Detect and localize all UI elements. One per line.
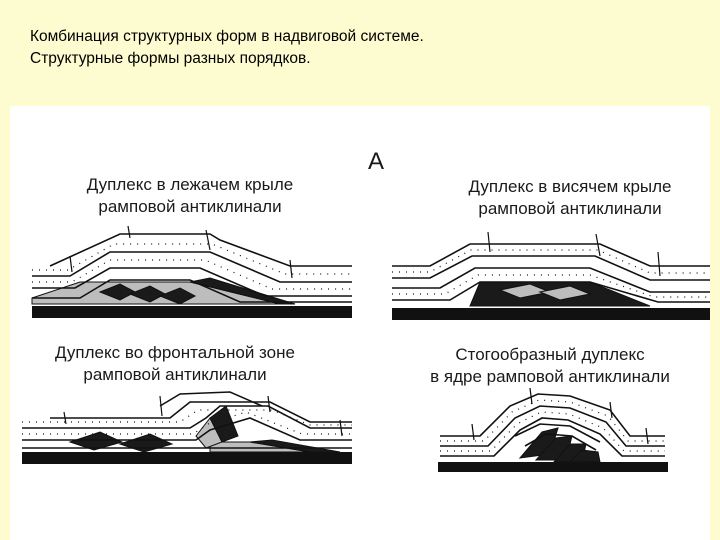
fault-tick xyxy=(267,395,271,413)
duplex-diagrams: .ln { fill: none; stroke: #111; stroke-w… xyxy=(22,225,710,472)
diagram-footwall-duplex xyxy=(31,225,352,318)
basement-layer xyxy=(438,462,668,472)
layer-line xyxy=(22,405,352,429)
horse-2 xyxy=(118,433,174,453)
caption-hangingwall-duplex: Дуплекс в висячем крыле рамповой антикли… xyxy=(440,176,700,220)
fault-tick xyxy=(595,233,601,257)
caption-line: Дуплекс в висячем крыле xyxy=(468,177,672,196)
layer-line xyxy=(32,251,352,283)
title-line-2: Структурные формы разных порядков. xyxy=(30,50,311,67)
fault-tick xyxy=(657,251,661,277)
fault-tick xyxy=(63,411,67,425)
dark-ramp-unit xyxy=(189,277,296,305)
layer-line xyxy=(392,281,710,303)
caption-line: в ядре рамповой антиклинали xyxy=(430,367,670,386)
stack-fault xyxy=(514,423,601,443)
layer-line xyxy=(22,417,352,441)
diagram-hangingwall-duplex xyxy=(392,231,710,320)
fault-tick xyxy=(205,229,211,251)
fault-tick xyxy=(159,395,163,417)
caption-line: Стогообразный дуплекс xyxy=(455,345,645,364)
caption-line: Дуплекс в лежачем крыле xyxy=(86,175,294,194)
basement-layer xyxy=(32,306,352,318)
fault-tick xyxy=(471,423,475,441)
caption-footwall-duplex: Дуплекс в лежачем крыле рамповой антикли… xyxy=(60,174,320,218)
stack-horse-4 xyxy=(568,449,601,463)
horse-2 xyxy=(538,285,592,301)
fault-tick xyxy=(69,255,73,273)
layer-line xyxy=(392,243,710,267)
fault-tick xyxy=(487,231,491,253)
basement-layer xyxy=(392,308,710,320)
caption-line: рамповой антиклинали xyxy=(478,199,662,218)
panel-letter: А xyxy=(368,148,385,175)
layer-line xyxy=(440,405,665,447)
slide-title: Комбинация структурных форм в надвиговой… xyxy=(30,26,424,70)
layer-line xyxy=(392,255,710,281)
layer-line xyxy=(50,401,352,423)
diagram-frontal-duplex xyxy=(22,391,352,464)
diagram-antiformal-stack xyxy=(438,387,668,472)
fault-tick xyxy=(529,387,533,405)
title-line-1: Комбинация структурных форм в надвиговой… xyxy=(30,28,424,45)
caption-antiformal-stack: Стогообразный дуплекс в ядре рамповой ан… xyxy=(400,344,700,388)
caption-line: рамповой антиклинали xyxy=(83,365,267,384)
fault-tick xyxy=(645,427,649,445)
layer-line xyxy=(392,267,710,293)
layer-line xyxy=(32,267,352,297)
layer-line xyxy=(159,391,263,407)
caption-line: Дуплекс во фронтальной зоне xyxy=(55,343,295,362)
dotted-layer xyxy=(22,409,352,426)
layer-line xyxy=(49,233,352,267)
frontal-dark-wedge xyxy=(209,405,239,443)
fault-tick xyxy=(127,225,131,239)
caption-line: рамповой антиклинали xyxy=(98,197,282,216)
horse-3 xyxy=(158,287,197,305)
layer-line xyxy=(440,393,665,437)
dotted-layer xyxy=(22,411,352,435)
fault-tick xyxy=(289,259,293,279)
fault-tick xyxy=(339,419,343,437)
stack-fault xyxy=(524,433,597,451)
fault-tick xyxy=(609,401,613,419)
dotted-layer xyxy=(392,274,710,298)
caption-frontal-duplex: Дуплекс во фронтальной зоне рамповой ант… xyxy=(30,342,320,386)
basement-layer xyxy=(22,452,352,464)
layer-line xyxy=(32,279,352,303)
layer-line xyxy=(440,417,665,457)
duplex-figure: .ln { fill: none; stroke: #111; stroke-w… xyxy=(10,106,710,540)
